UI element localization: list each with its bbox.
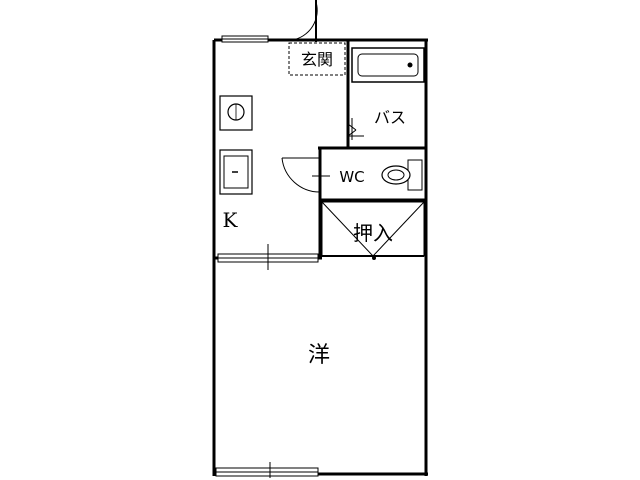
closet-label: 押入: [353, 221, 393, 245]
bathtub: [351, 47, 425, 83]
kitchen-divider: [214, 244, 322, 270]
closet: [321, 201, 425, 260]
wc-label: WC: [339, 168, 364, 186]
bath-walls: [346, 40, 350, 148]
stove: [219, 95, 253, 131]
window-top: [221, 35, 269, 43]
toilet: [381, 159, 423, 191]
entrance-door: [288, 0, 346, 76]
western-room-label: 洋: [308, 343, 330, 368]
wc-door: [281, 157, 330, 193]
bath-door: [347, 118, 364, 140]
window-bottom: [215, 462, 319, 478]
sink: [219, 149, 253, 195]
entrance-label: 玄関: [301, 50, 333, 69]
kitchen-label: K: [223, 208, 239, 232]
bath-label: バス: [374, 108, 406, 127]
